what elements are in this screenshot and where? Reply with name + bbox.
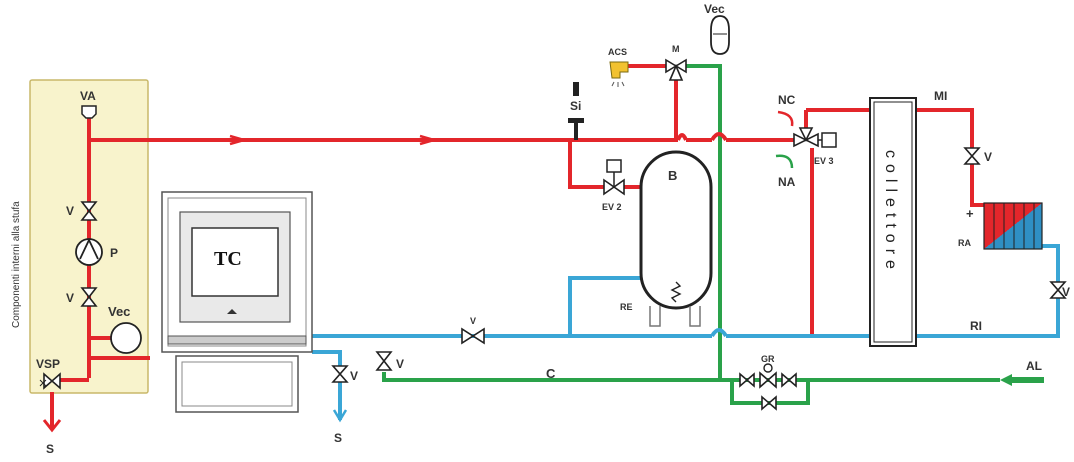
crossover-cold [710, 328, 728, 338]
flow-arrow [229, 134, 249, 146]
gr-label: GR [761, 354, 775, 364]
acs-label: ACS [608, 47, 627, 57]
manifold-collettore [869, 97, 917, 347]
valve-label: V [984, 150, 992, 164]
valve-label: V [1062, 285, 1070, 299]
filling-group [739, 363, 797, 411]
ra-label: RA [958, 238, 971, 248]
re-label: RE [620, 302, 633, 312]
hot-pipes [50, 64, 984, 430]
panel-caption: Componenti interni alla stufa [11, 201, 22, 328]
valve-icon [375, 351, 393, 371]
vsp-label: VSP [36, 357, 60, 371]
drain-icon [332, 409, 348, 423]
manifold-label: collettore [882, 150, 899, 275]
valve-icon [1049, 281, 1067, 299]
plus-label: + [966, 206, 974, 221]
valve-icon [461, 327, 485, 345]
hot-water-tap-icon [609, 61, 629, 79]
heating-element-icon [670, 281, 682, 303]
va-label: VA [80, 89, 96, 103]
flow-arrow [419, 134, 439, 146]
valve-icon [80, 287, 98, 307]
vec-label: Vec [108, 304, 130, 319]
nc-indicator [777, 110, 794, 127]
stove-label: TC [214, 248, 242, 270]
drain-label: S [334, 431, 342, 445]
na-indicator [775, 154, 794, 169]
boiler-legs [649, 306, 701, 327]
radiator-icon [983, 202, 1043, 250]
ri-label: RI [970, 319, 982, 333]
expansion-vessel-icon [110, 322, 142, 354]
expansion-vessel-icon [710, 15, 730, 55]
sensor-label: Si [570, 99, 581, 113]
pump-label: P [110, 246, 118, 260]
al-label: AL [1026, 359, 1042, 373]
valve-icon [80, 201, 98, 221]
ev2-label: EV 2 [602, 202, 622, 212]
sensor-icon [573, 82, 579, 96]
valve-label: V [66, 204, 74, 218]
mains-inlet-arrow-icon [1000, 374, 1012, 386]
valve-label: V [66, 291, 74, 305]
valve-icon [331, 365, 349, 383]
cold-pipes [312, 244, 1060, 420]
sensor-tee [568, 118, 584, 123]
na-label: NA [778, 175, 796, 189]
mains-line-label: C [546, 366, 556, 381]
drain-icon [42, 419, 62, 433]
drain-label: S [46, 442, 54, 456]
mixing-valve-label: M [672, 44, 680, 54]
pump-icon [75, 238, 103, 266]
air-valve-icon [81, 105, 97, 119]
stove-tc: TC [161, 191, 313, 413]
valve-label: V [470, 316, 476, 326]
boiler-tank [639, 150, 713, 310]
valve-label: V [350, 369, 358, 383]
crossover-hot-2 [710, 132, 728, 142]
vec-label: Vec [704, 2, 725, 16]
ev3-label: EV 3 [814, 156, 834, 166]
valve-label: V [396, 357, 404, 371]
valve-icon [963, 147, 981, 165]
nc-label: NC [778, 93, 796, 107]
crossover-hot [676, 133, 688, 141]
mi-label: MI [934, 89, 947, 103]
boiler-label: B [668, 168, 677, 183]
